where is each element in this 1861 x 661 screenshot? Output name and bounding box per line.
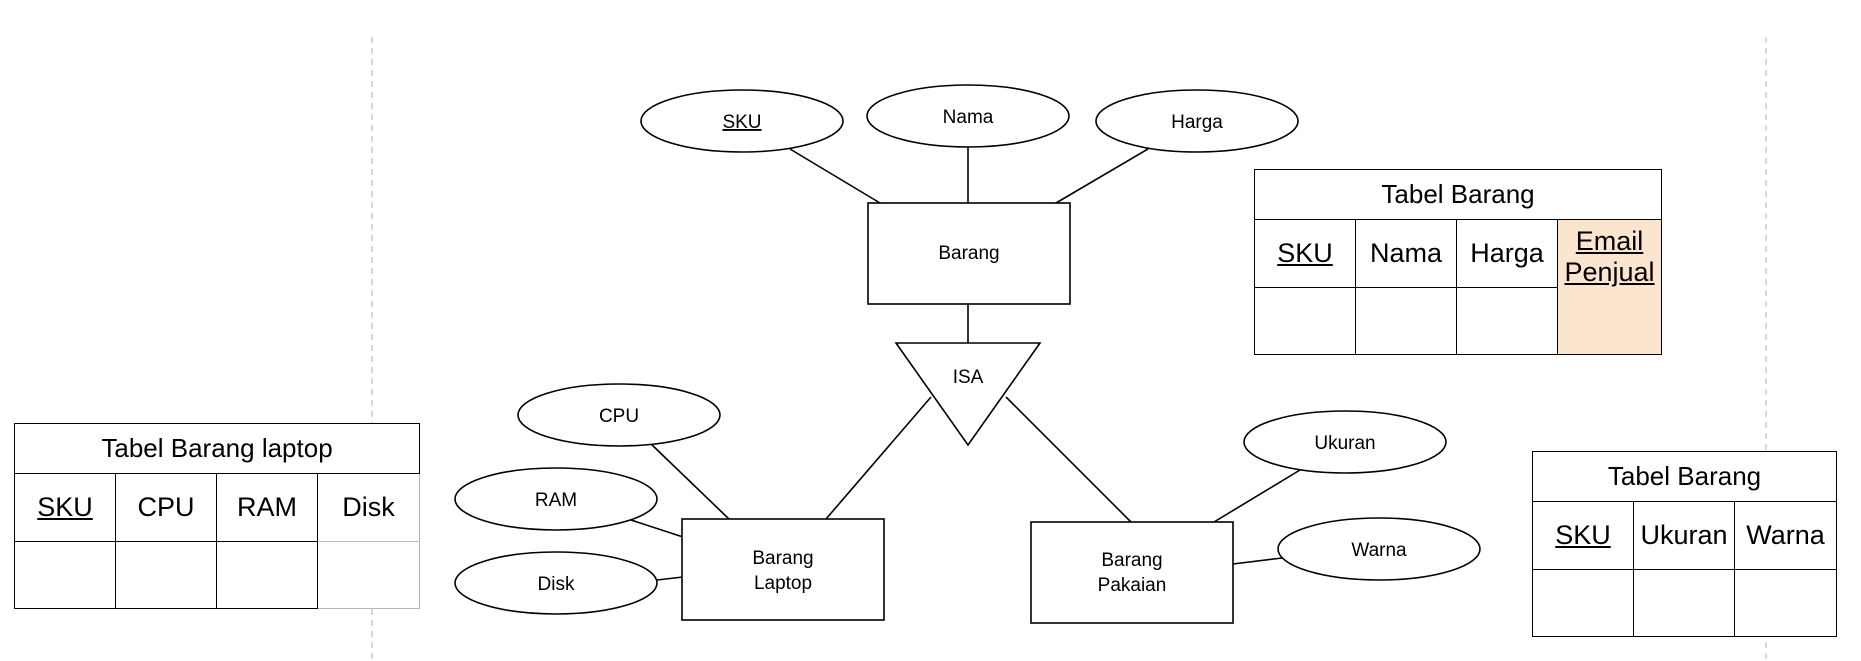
table-barang[interactable]: Tabel Barang SKU Nama Harga Email Penjua… <box>1253 169 1663 355</box>
isa-triangle[interactable]: ISA <box>894 342 1042 447</box>
entity-pakaian-label-line1: Barang <box>1101 550 1162 571</box>
table-laptop-cell[interactable] <box>14 541 116 609</box>
table-barang-col-sku: SKU <box>1254 219 1356 288</box>
table-pakaian-title: Tabel Barang <box>1531 451 1838 502</box>
attribute-ram-label: RAM <box>535 490 577 511</box>
entity-pakaian-label-line2: Pakaian <box>1098 575 1167 596</box>
table-pakaian-cell[interactable] <box>1532 569 1634 637</box>
table-barang-laptop[interactable]: Tabel Barang laptop SKU CPU RAM Disk <box>13 423 421 609</box>
link-cpu-laptop <box>649 442 730 520</box>
link-isa-pakaian <box>1005 396 1132 523</box>
table-barang-col-nama: Nama <box>1355 219 1457 288</box>
table-barang-cell[interactable] <box>1254 287 1356 355</box>
table-pakaian-col-sku: SKU <box>1532 501 1634 570</box>
table-pakaian-col-warna: Warna <box>1733 501 1838 570</box>
table-laptop-cell[interactable] <box>115 541 217 609</box>
table-laptop-cell[interactable] <box>316 541 421 609</box>
entity-barang-laptop[interactable]: Barang Laptop <box>681 518 885 621</box>
attribute-ukuran-label: Ukuran <box>1314 433 1375 454</box>
entity-barang-pakaian[interactable]: Barang Pakaian <box>1030 521 1234 624</box>
attribute-nama[interactable]: Nama <box>866 84 1070 148</box>
link-ram-laptop <box>627 518 684 538</box>
attribute-warna[interactable]: Warna <box>1277 517 1481 581</box>
table-pakaian-cell[interactable] <box>1733 569 1838 637</box>
attribute-sku-label: SKU <box>722 112 761 133</box>
attribute-disk-label: Disk <box>538 574 575 595</box>
table-laptop-title: Tabel Barang laptop <box>13 423 421 474</box>
table-pakaian-col-ukuran: Ukuran <box>1633 501 1735 570</box>
link-harga-barang <box>1055 148 1149 204</box>
table-barang-cell[interactable] <box>1355 287 1457 355</box>
entity-laptop-label-line1: Barang <box>752 548 813 569</box>
entity-barang[interactable]: Barang <box>867 202 1071 305</box>
attribute-cpu-label: CPU <box>599 406 639 427</box>
email-penjual-line1: Email <box>1575 226 1644 256</box>
attribute-sku[interactable]: SKU <box>640 89 844 153</box>
connectors <box>627 147 1301 581</box>
table-barang-title: Tabel Barang <box>1253 169 1663 220</box>
attribute-ram[interactable]: RAM <box>454 467 658 531</box>
entity-laptop-label-line2: Laptop <box>754 573 812 594</box>
link-sku-barang <box>789 148 881 204</box>
table-barang-pakaian[interactable]: Tabel Barang SKU Ukuran Warna <box>1531 451 1838 637</box>
attribute-harga[interactable]: Harga <box>1095 89 1299 153</box>
link-disk-laptop <box>656 576 684 581</box>
attribute-harga-label: Harga <box>1171 112 1223 133</box>
table-laptop-col-ram: RAM <box>216 473 318 542</box>
attribute-ukuran[interactable]: Ukuran <box>1243 410 1447 474</box>
table-laptop-col-disk: Disk <box>316 473 421 542</box>
table-barang-cell[interactable] <box>1456 287 1558 355</box>
attribute-cpu[interactable]: CPU <box>517 383 721 447</box>
table-laptop-col-cpu: CPU <box>115 473 217 542</box>
table-barang-col-harga: Harga <box>1456 219 1558 288</box>
isa-label: ISA <box>953 367 984 388</box>
table-barang-col-email-penjual: Email Penjual <box>1556 219 1663 355</box>
table-laptop-cell[interactable] <box>216 541 318 609</box>
link-ukuran-pakaian <box>1213 469 1301 523</box>
entity-barang-label: Barang <box>938 243 999 264</box>
table-pakaian-cell[interactable] <box>1633 569 1735 637</box>
attribute-nama-label: Nama <box>943 107 994 128</box>
attribute-warna-label: Warna <box>1351 540 1407 561</box>
attribute-disk[interactable]: Disk <box>454 551 658 615</box>
link-isa-laptop <box>825 396 932 520</box>
table-laptop-col-sku: SKU <box>14 473 116 542</box>
email-penjual-line2: Penjual <box>1564 257 1655 287</box>
link-warna-pakaian <box>1232 557 1283 565</box>
